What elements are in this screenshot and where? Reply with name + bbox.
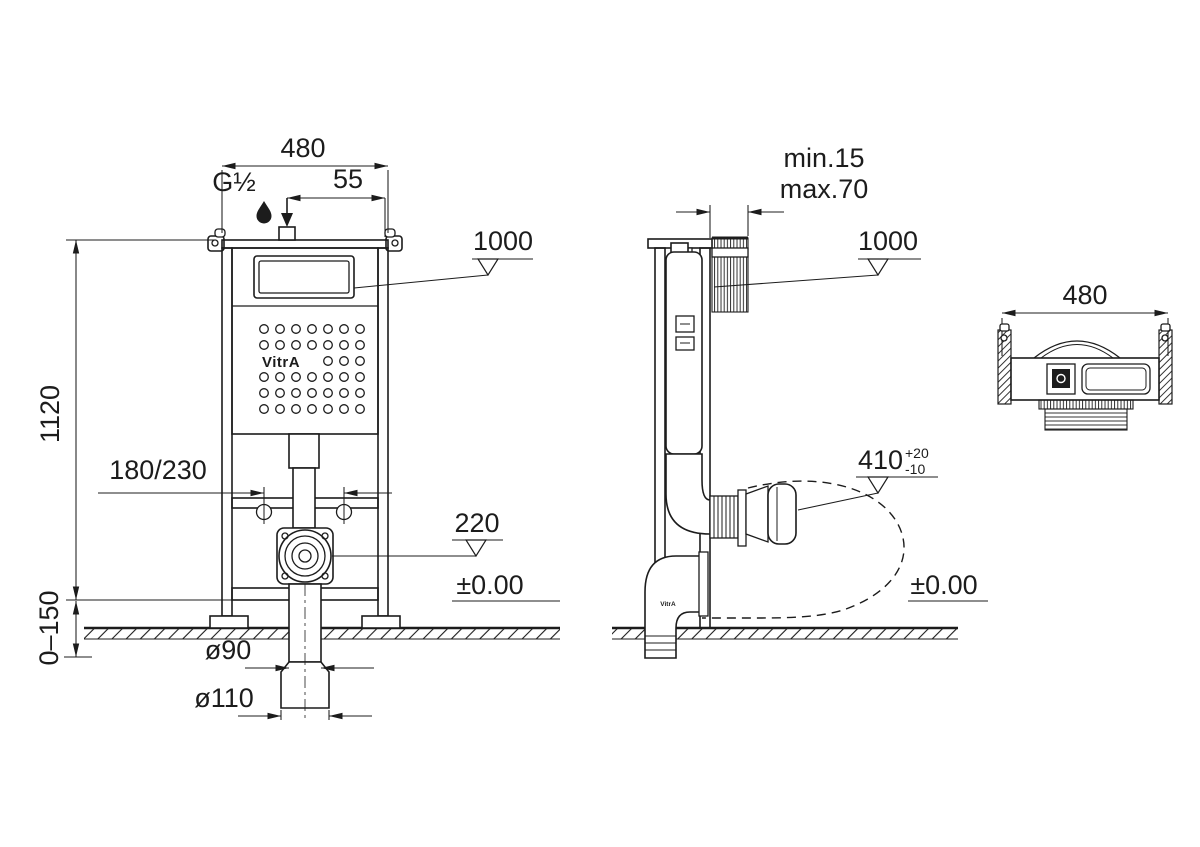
frame-left-foot xyxy=(209,615,249,629)
top-dimensions: 480 xyxy=(1001,280,1169,356)
front-flush-assembly xyxy=(255,433,353,585)
drain-elbow: VitrA xyxy=(644,551,709,659)
water-drop-icon xyxy=(256,201,272,224)
top-view: 480 xyxy=(997,280,1173,431)
flush-bend xyxy=(665,453,711,535)
brand-logo-front: VitrA xyxy=(262,354,300,371)
inlet-offset-dim-label: 55 xyxy=(333,164,363,194)
wall-section xyxy=(711,236,749,313)
side-dimensions: min.15 max.70 1000 410 +20 -10 ±0.00 xyxy=(676,143,988,602)
dot-grid xyxy=(259,324,365,414)
drain-d110-label: ø110 xyxy=(194,683,254,713)
frame-left-rail xyxy=(221,247,233,617)
fixing-centers-dim-label: 180/230 xyxy=(109,455,207,485)
brand-logo-side: VitrA xyxy=(660,601,676,608)
outlet-height-label: 410 xyxy=(858,445,903,475)
front-floor-level-label: ±0.00 xyxy=(456,570,523,600)
frame-right-foot xyxy=(361,615,401,629)
top-bracket-left xyxy=(997,323,1012,405)
inlet-port xyxy=(1056,373,1066,384)
wall-tie xyxy=(711,247,749,258)
top-bracket-right xyxy=(1158,323,1173,405)
level-triangle xyxy=(866,476,890,495)
drain-flange xyxy=(698,551,709,617)
wc-pan-outline xyxy=(702,480,905,619)
wall-gap-min-label: min.15 xyxy=(783,143,864,173)
side-view: VitrA min.15 max.70 1000 410 +20 -10 ±0.… xyxy=(612,143,988,659)
ribbed-block xyxy=(1044,408,1128,431)
inlet-arrow-icon xyxy=(281,213,293,227)
drain-d90-label: ø90 xyxy=(205,635,252,665)
front-view: VitrA 480 xyxy=(34,133,560,722)
level-triangle xyxy=(476,258,500,277)
seal-band xyxy=(1038,399,1134,410)
handle-arc xyxy=(1033,340,1121,359)
outlet-cap xyxy=(767,483,797,545)
inlet-thread-label: G½ xyxy=(212,167,256,197)
inlet-fitting xyxy=(278,226,296,241)
front-floor-line xyxy=(84,626,560,640)
outlet-level-label: 220 xyxy=(454,508,499,538)
outlet-assembly xyxy=(709,483,797,547)
adjust-range-dim-label: 0–150 xyxy=(34,590,64,665)
frame-right-rail xyxy=(377,247,389,617)
access-panel xyxy=(253,255,355,299)
outlet-tol-minus-label: -10 xyxy=(905,461,925,477)
panel-slot xyxy=(1081,363,1151,395)
outlet-tol-plus-label: +20 xyxy=(905,445,929,461)
frame-top-bar xyxy=(221,239,389,249)
level-triangle xyxy=(464,539,488,558)
side-cistern xyxy=(665,242,711,535)
wall-gap-max-label: max.70 xyxy=(780,174,869,204)
top-body xyxy=(1010,340,1160,431)
level-triangle xyxy=(866,258,890,277)
side-panel-level-label: 1000 xyxy=(858,226,918,256)
front-drain-pipe xyxy=(280,583,330,722)
side-floor-level-label: ±0.00 xyxy=(910,570,977,600)
front-dimensions: 480 G½ 55 1000 1120 0–150 180/2 xyxy=(34,133,560,720)
inlet-box xyxy=(1046,363,1076,395)
frame-height-dim-label: 1120 xyxy=(35,385,65,443)
front-panel-level-label: 1000 xyxy=(473,226,533,256)
front-width-dim-label: 480 xyxy=(280,133,325,163)
top-width-dim-label: 480 xyxy=(1062,280,1107,310)
